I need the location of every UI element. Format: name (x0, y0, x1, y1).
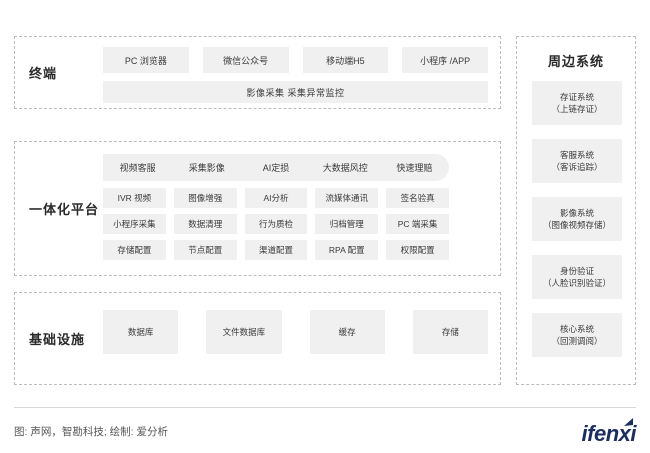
footer-credit: 图: 声网，智勘科技; 绘制: 爱分析 (14, 426, 169, 438)
terminal-chip-row: PC 浏览器 微信公众号 移动端H5 小程序 /APP (103, 47, 488, 73)
peripheral-item-name: 客服系统 (559, 149, 594, 160)
terminal-chip[interactable]: 移动端H5 (302, 47, 389, 73)
platform-module[interactable]: PC 端采集 (386, 214, 449, 234)
peripheral-item-note: （上链存证） (551, 104, 603, 114)
platform-capability[interactable]: AI定损 (262, 163, 290, 173)
platform-module[interactable]: 签名验真 (386, 188, 449, 208)
footer: 图: 声网，智勘科技; 绘制: 爱分析 ifenxi (14, 418, 637, 448)
section-platform: 一体化平台 视频客服 采集影像 AI定损 大数据风控 快速理赔 IVR 视频 图… (14, 141, 501, 276)
logo-arrow-icon (624, 418, 633, 426)
terminal-capture-bar[interactable]: 影像采集 采集异常监控 (103, 81, 488, 103)
section-peripheral-systems: 周边系统 存证系统 （上链存证） 客服系统 （客诉追踪） 影像系统 （图像视频存… (516, 36, 636, 385)
platform-module[interactable]: 权限配置 (386, 240, 449, 260)
architecture-diagram: 终端 PC 浏览器 微信公众号 移动端H5 小程序 /APP 影像采集 采集异常… (14, 36, 636, 385)
infrastructure-chip[interactable]: 数据库 (103, 310, 179, 354)
peripheral-item-name: 核心系统 (559, 323, 594, 334)
footer-divider (14, 407, 636, 408)
platform-module[interactable]: RPA 配置 (315, 240, 379, 260)
peripheral-system-item[interactable]: 影像系统 （图像视频存储） (532, 197, 622, 241)
platform-module[interactable]: 流媒体通讯 (315, 188, 379, 208)
platform-module[interactable]: 存储配置 (103, 240, 166, 260)
platform-module-grid: IVR 视频 图像增强 AI分析 流媒体通讯 签名验真 小程序采集 数据清理 行… (103, 188, 449, 260)
terminal-chip[interactable]: PC 浏览器 (103, 47, 189, 73)
peripheral-system-item[interactable]: 身份验证 （人脸识别验证） (532, 255, 622, 299)
section-infrastructure-label: 基础设施 (29, 332, 86, 347)
platform-module[interactable]: 图像增强 (173, 188, 237, 208)
left-column: 终端 PC 浏览器 微信公众号 移动端H5 小程序 /APP 影像采集 采集异常… (14, 36, 501, 385)
platform-capability[interactable]: 大数据风控 (322, 163, 368, 173)
peripheral-item-note: （人脸识别验证） (542, 278, 611, 288)
infrastructure-chip-row: 数据库 文件数据库 缓存 存储 (103, 310, 488, 354)
logo-wordmark: ifenxi (581, 421, 637, 446)
peripheral-systems-list: 存证系统 （上链存证） 客服系统 （客诉追踪） 影像系统 （图像视频存储） 身份… (532, 81, 622, 357)
platform-capability-bar: 视频客服 采集影像 AI定损 大数据风控 快速理赔 (103, 154, 449, 181)
peripheral-item-note: （客诉追踪） (551, 162, 603, 172)
peripheral-item-note: （回测调阅） (551, 336, 603, 346)
peripheral-system-item[interactable]: 核心系统 （回测调阅） (532, 313, 622, 357)
platform-capability[interactable]: 快速理赔 (396, 163, 433, 173)
infrastructure-chip[interactable]: 存储 (412, 310, 488, 354)
peripheral-item-name: 存证系统 (559, 91, 594, 102)
terminal-chip[interactable]: 小程序 /APP (402, 47, 488, 73)
ifenxi-logo: ifenxi (562, 418, 637, 446)
platform-module[interactable]: IVR 视频 (103, 188, 166, 208)
platform-module[interactable]: 行为质检 (244, 214, 308, 234)
peripheral-item-name: 身份验证 (559, 265, 594, 276)
peripheral-system-item[interactable]: 客服系统 （客诉追踪） (532, 139, 622, 183)
infrastructure-chip[interactable]: 缓存 (309, 310, 385, 354)
peripheral-item-note: （图像视频存储） (542, 220, 611, 230)
platform-module[interactable]: AI分析 (244, 188, 308, 208)
infrastructure-chip[interactable]: 文件数据库 (206, 310, 282, 354)
section-terminal-label: 终端 (29, 66, 58, 81)
section-platform-label: 一体化平台 (29, 202, 100, 217)
terminal-chip[interactable]: 微信公众号 (202, 47, 289, 73)
platform-capability[interactable]: 采集影像 (188, 163, 225, 173)
platform-module[interactable]: 归档管理 (315, 214, 379, 234)
platform-capability[interactable]: 视频客服 (119, 163, 156, 173)
platform-module[interactable]: 渠道配置 (244, 240, 308, 260)
peripheral-system-item[interactable]: 存证系统 （上链存证） (532, 81, 622, 125)
section-terminal: 终端 PC 浏览器 微信公众号 移动端H5 小程序 /APP 影像采集 采集异常… (14, 36, 501, 109)
platform-module[interactable]: 节点配置 (173, 240, 237, 260)
peripheral-systems-title: 周边系统 (547, 54, 604, 69)
platform-module[interactable]: 数据清理 (173, 214, 237, 234)
platform-module[interactable]: 小程序采集 (103, 214, 166, 234)
section-infrastructure: 基础设施 数据库 文件数据库 缓存 存储 (14, 292, 501, 385)
peripheral-item-name: 影像系统 (559, 207, 594, 218)
